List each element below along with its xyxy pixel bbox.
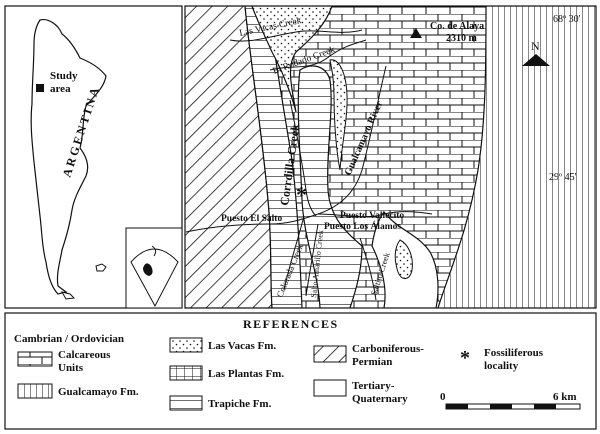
latitude-label: 29º 45' <box>549 172 577 183</box>
study-area-label-1: Study <box>50 70 78 82</box>
svg-text:N: N <box>531 39 540 53</box>
saltito-creek <box>359 237 377 301</box>
legend-carboniferous-2: Permian <box>352 356 392 368</box>
legend-tertiary-2: Quaternary <box>352 393 408 405</box>
scale-bar: 0 6 km <box>440 391 581 410</box>
tertiary-quaternary-lens <box>394 239 413 279</box>
scale-start: 0 <box>440 391 446 403</box>
trapiche-unit-west <box>244 6 303 308</box>
scale-end: 6 km <box>553 391 577 403</box>
legend-group-heading: Cambrian / Ordovician <box>14 333 124 345</box>
label-puesto-el-salto: Puesto El Salto <box>221 214 282 224</box>
asterisk-icon: * <box>460 347 470 369</box>
swatch-calcareous <box>17 351 53 367</box>
antarctic-sector-inset <box>125 227 183 309</box>
las-vacas-unit-central <box>329 59 348 171</box>
salto-amarillo-creek <box>305 223 319 297</box>
peak-name: Co. de Alaya <box>430 21 484 32</box>
las-vacas-unit <box>251 6 333 113</box>
colorada-creek <box>283 215 305 291</box>
swatch-las-vacas <box>169 337 203 353</box>
el-rodado-creek <box>269 39 367 71</box>
swatch-trapiche <box>169 395 203 411</box>
main-map-panel: Co. de Alaya 2310 m 68º 30' 29º 45' N * … <box>184 5 597 309</box>
legend-las-plantas: Las Plantas Fm. <box>208 368 284 380</box>
road-west <box>185 213 319 233</box>
legend-tertiary-1: Tertiary- <box>352 380 395 392</box>
study-area-marker <box>36 84 44 92</box>
las-vacas-creek <box>229 29 363 42</box>
swatch-las-plantas <box>169 365 203 381</box>
peak-icon <box>410 28 422 38</box>
fossil-locality-asterisk: * <box>296 182 307 207</box>
swatch-carboniferous <box>313 345 347 363</box>
longitude-label: 68º 30' <box>553 14 581 25</box>
legend-fossiliferous-1: Fossiliferous <box>484 347 544 359</box>
study-area-label-2: area <box>50 83 71 95</box>
malvinas-islands <box>95 263 107 272</box>
inset-map-panel: Study area ARGENTINA <box>4 5 183 309</box>
legend-trapiche: Trapiche Fm. <box>208 398 272 410</box>
legend-fossiliferous-2: locality <box>484 360 519 372</box>
corrdilla-creek <box>289 99 317 217</box>
label-puesto-los-alamos: Puesto Los Álamos <box>324 220 401 232</box>
tierra-del-fuego <box>60 291 76 300</box>
label-puesto-vallecito: Puesto Vallecito <box>340 211 404 221</box>
legend-las-vacas: Las Vacas Fm. <box>208 340 276 352</box>
peak-elevation: 2310 m <box>446 33 478 44</box>
road-east <box>317 211 433 218</box>
legend-gualcamayo: Gualcamayo Fm. <box>58 386 139 398</box>
legend-carboniferous-1: Carboniferous- <box>352 343 424 355</box>
legend-calcareous-1: Calcareous <box>58 349 111 361</box>
gualcamayo-unit-right <box>437 6 596 308</box>
gualcamayo-river <box>317 65 387 215</box>
north-arrow-icon: N <box>522 39 550 66</box>
drainage-network <box>185 29 433 301</box>
legend-title: REFERENCES <box>243 317 339 331</box>
argentina-outline <box>30 19 107 295</box>
legend-calcareous-2: Units <box>58 362 84 374</box>
swatch-gualcamayo <box>17 383 53 399</box>
legend-panel: REFERENCES Cambrian / Ordovician Calcare… <box>4 312 597 430</box>
swatch-tertiary <box>313 379 347 397</box>
